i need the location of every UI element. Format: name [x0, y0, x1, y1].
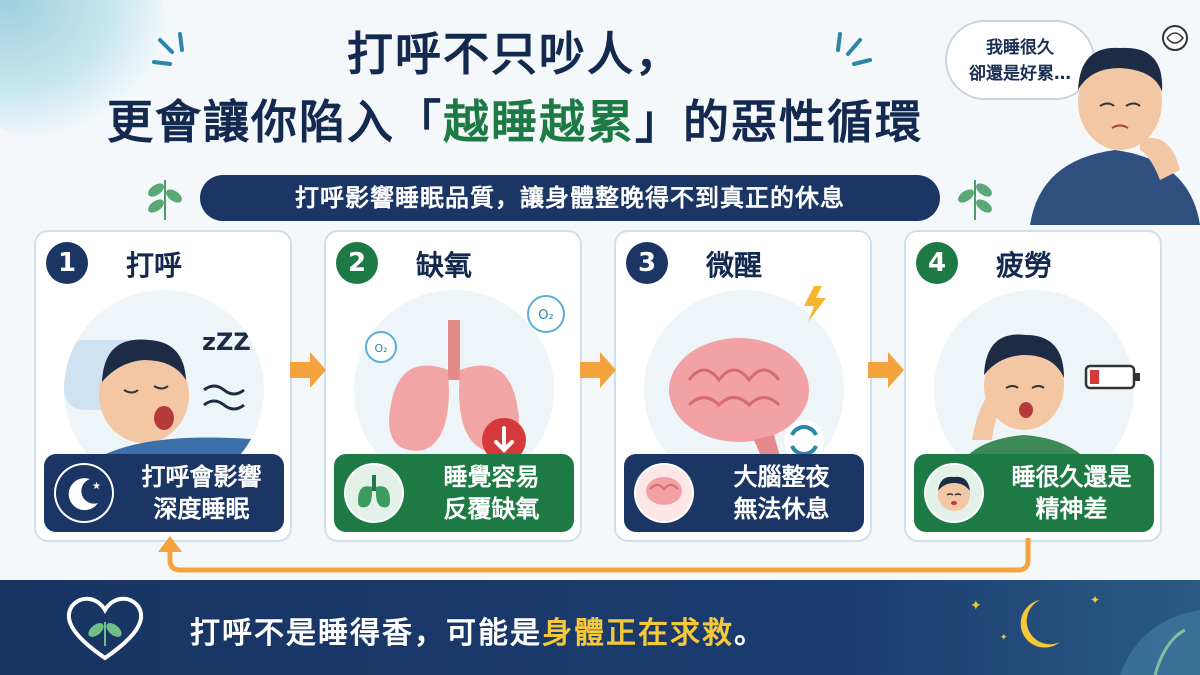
snore-z-text: zZZ [202, 328, 251, 356]
step-pill: 大腦整夜 無法休息 [624, 454, 864, 532]
step-title: 疲勞 [996, 249, 1053, 282]
footer-highlight: 身體正在求救 [542, 616, 734, 651]
oxygen-bubble-icon: O₂ [527, 295, 565, 333]
arrow-right-icon [868, 352, 904, 388]
page-title-line2: 更會讓你陷入「越睡越累」的惡性循環 [0, 86, 1030, 152]
leaf-left-icon [148, 180, 182, 220]
pill-line2: 精神差 [1035, 495, 1108, 523]
footer-text: 打呼不是睡得香，可能是 [190, 616, 542, 651]
brain-icon [634, 463, 694, 523]
low-battery-icon [1084, 364, 1140, 390]
pill-line1: 睡很久還是 [1011, 463, 1132, 491]
step-number: 1 [46, 242, 88, 284]
lightning-icon [804, 286, 826, 322]
tired-face-icon [924, 463, 984, 523]
footer-message: 打呼不是睡得香，可能是身體正在求救。 [190, 608, 766, 652]
moon-stars-icon: ★ [54, 463, 114, 523]
pill-line1: 大腦整夜 [733, 463, 830, 491]
step-pill: 睡很久還是 精神差 [914, 454, 1154, 532]
subtitle-banner: 打呼影響睡眠品質，讓身體整晚得不到真正的休息 [200, 175, 940, 221]
step-title: 微醒 [706, 249, 763, 282]
title-text-end: 的惡性循環 [683, 95, 923, 149]
svg-text:✦: ✦ [1000, 633, 1008, 643]
pill-line1: 打呼會影響 [141, 463, 262, 491]
step-card-3: 3 微醒 大腦整夜 無法休息 [614, 230, 872, 542]
heart-leaf-icon [66, 596, 144, 661]
pill-line2: 反覆缺氧 [443, 495, 540, 523]
oxygen-label: O₂ [538, 308, 553, 323]
spark-lines-right-icon [836, 32, 872, 66]
loop-back-arrow-icon [158, 536, 1031, 573]
step-pill: ★ 打呼會影響 深度睡眠 [44, 454, 284, 532]
step-number: 2 [336, 242, 378, 284]
footer-text-end: 。 [734, 616, 766, 651]
bubble-line2: 卻還是好累… [969, 64, 1071, 84]
title-highlight: 越睡越累 [443, 95, 635, 149]
page-title-line1: 打呼不只吵人， [347, 27, 683, 81]
bubble-line1: 我睡很久 [986, 38, 1054, 58]
pill-line2: 深度睡眠 [153, 495, 250, 523]
arrow-right-icon [290, 352, 326, 388]
moon-stars-decoration-icon: ✦ ✦ ✦ [970, 593, 1200, 675]
footer-banner: 打呼不是睡得香，可能是身體正在求救。 ✦ ✦ ✦ [0, 580, 1200, 675]
step-title: 缺氧 [416, 249, 473, 282]
title-bracket-open: 「 [395, 95, 443, 149]
step-card-4: 4 疲勞 睡很久還是 精神差 [904, 230, 1162, 542]
svg-text:✦: ✦ [970, 598, 982, 614]
svg-text:✦: ✦ [1090, 593, 1100, 607]
title-text: 更會讓你陷入 [107, 95, 395, 149]
step-title: 打呼 [126, 249, 183, 282]
oxygen-label: O₂ [374, 342, 387, 355]
svg-text:★: ★ [92, 481, 101, 492]
lungs-icon [344, 463, 404, 523]
title-bracket-close: 」 [635, 95, 683, 149]
leaf-right-icon [958, 180, 992, 220]
step-number: 4 [916, 242, 958, 284]
step-card-1: 1 打呼 zZZ ★ 打呼會影響 深度睡眠 [34, 230, 292, 542]
spark-lines-left-icon [152, 32, 184, 66]
step-number: 3 [626, 242, 668, 284]
pill-line1: 睡覺容易 [443, 463, 540, 491]
arrow-right-icon [580, 352, 616, 388]
tired-man-illustration [1030, 25, 1200, 225]
step-card-2: 2 缺氧 O₂ O₂ 睡覺容易 反覆缺氧 [324, 230, 582, 542]
pill-line2: 無法休息 [733, 495, 830, 523]
step-pill: 睡覺容易 反覆缺氧 [334, 454, 574, 532]
oxygen-bubble-icon: O₂ [365, 331, 397, 363]
